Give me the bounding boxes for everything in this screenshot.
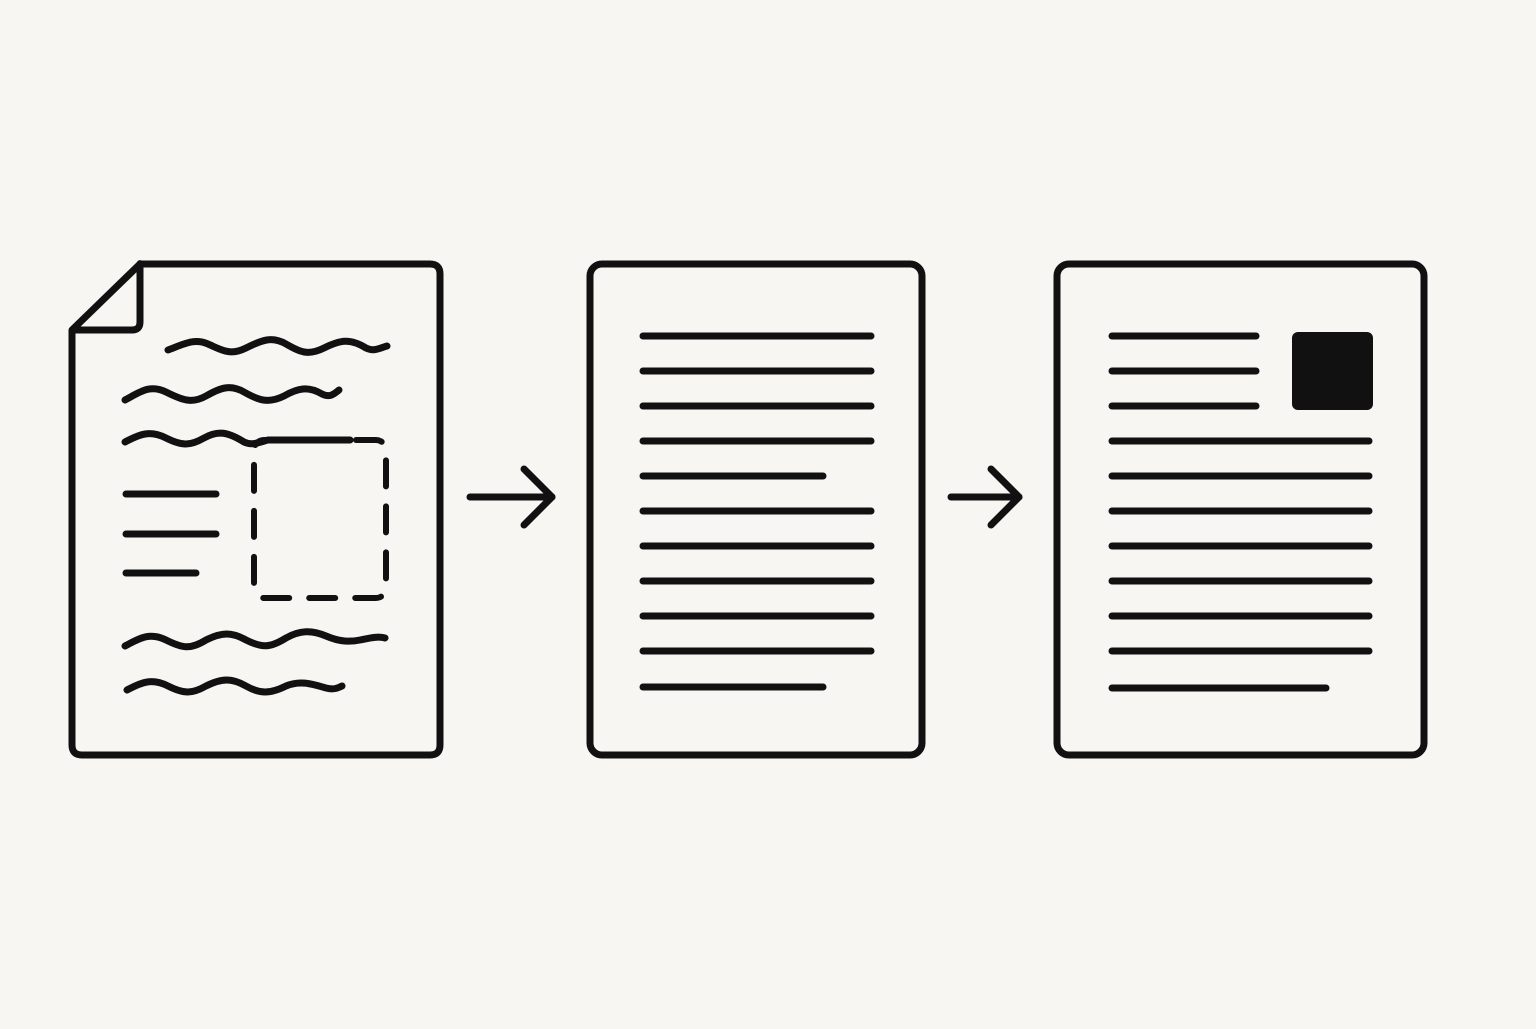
wavy-text-line <box>121 384 343 404</box>
dashed-placeholder-box <box>251 437 389 601</box>
messy-document-icon <box>68 260 444 759</box>
folded-corner <box>70 260 144 334</box>
arrow-head <box>520 465 556 529</box>
wavy-text-line <box>121 628 389 651</box>
image-block <box>1292 332 1373 410</box>
arrow-right-icon <box>947 465 1023 529</box>
arrow-head <box>987 465 1023 529</box>
wavy-text-line <box>123 676 346 696</box>
arrow-right-icon <box>466 465 556 529</box>
text-lines-document-icon <box>586 260 926 759</box>
document-with-image-icon <box>1053 260 1428 759</box>
wavy-text-line <box>164 336 391 356</box>
